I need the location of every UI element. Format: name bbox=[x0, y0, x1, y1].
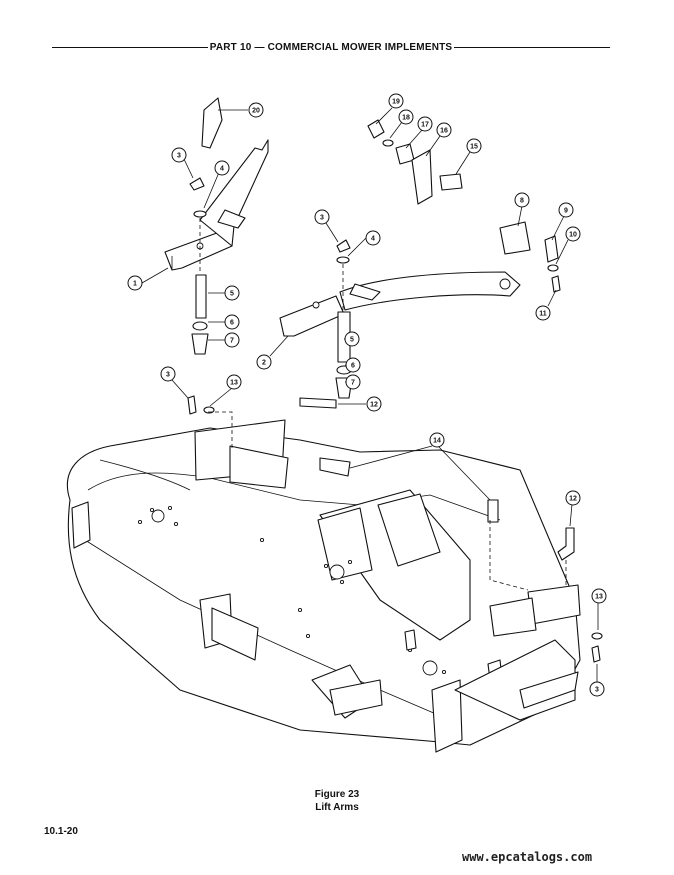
watermark-url: www.epcatalogs.com bbox=[462, 850, 593, 864]
svg-text:18: 18 bbox=[402, 115, 410, 122]
svg-text:14: 14 bbox=[433, 438, 441, 445]
callout-12b: 12 bbox=[565, 490, 581, 506]
callout-20: 20 bbox=[248, 102, 264, 118]
lift-arms-exploded-diagram: 20 3 4 1 5 6 7 19 18 17 16 15 3 4 2 5 6 … bbox=[66, 93, 607, 753]
callout-7b: 7 bbox=[345, 374, 361, 390]
callout-5: 5 bbox=[224, 285, 240, 301]
callout-3b: 3 bbox=[314, 209, 330, 225]
svg-text:16: 16 bbox=[440, 128, 448, 135]
svg-text:13: 13 bbox=[595, 594, 603, 601]
callout-16: 16 bbox=[436, 122, 452, 138]
svg-text:6: 6 bbox=[351, 363, 355, 370]
callout-4b: 4 bbox=[365, 230, 381, 246]
page-number: 10.1-20 bbox=[44, 826, 78, 837]
svg-text:10: 10 bbox=[569, 232, 577, 239]
callout-8: 8 bbox=[514, 192, 530, 208]
svg-text:3: 3 bbox=[595, 687, 599, 694]
callout-13b: 13 bbox=[591, 588, 607, 604]
svg-text:13: 13 bbox=[230, 380, 238, 387]
svg-text:11: 11 bbox=[539, 311, 547, 318]
page-header: PART 10 — COMMERCIAL MOWER IMPLEMENTS bbox=[52, 40, 610, 54]
callout-2: 2 bbox=[256, 354, 272, 370]
svg-text:3: 3 bbox=[166, 372, 170, 379]
svg-text:17: 17 bbox=[421, 122, 429, 129]
figure-title: Lift Arms bbox=[315, 802, 359, 813]
callout-6: 6 bbox=[224, 314, 240, 330]
svg-text:3: 3 bbox=[320, 215, 324, 222]
svg-text:4: 4 bbox=[371, 236, 375, 243]
callout-3c: 3 bbox=[160, 366, 176, 382]
svg-text:7: 7 bbox=[351, 380, 355, 387]
callouts: 20 3 4 1 5 6 7 19 18 17 16 15 3 4 2 5 6 … bbox=[127, 93, 607, 697]
callout-11: 11 bbox=[535, 305, 551, 321]
svg-text:1: 1 bbox=[133, 281, 137, 288]
callout-9: 9 bbox=[558, 202, 574, 218]
lift-arm-2 bbox=[279, 271, 521, 337]
figure-number: Figure 23 bbox=[314, 789, 360, 800]
svg-text:12: 12 bbox=[569, 496, 577, 503]
callout-13: 13 bbox=[226, 374, 242, 390]
svg-text:20: 20 bbox=[252, 108, 260, 115]
callout-17: 17 bbox=[417, 116, 433, 132]
header-rule-right bbox=[454, 46, 610, 48]
callout-6b: 6 bbox=[345, 357, 361, 373]
svg-text:2: 2 bbox=[262, 360, 266, 367]
callout-15: 15 bbox=[466, 138, 482, 154]
svg-text:12: 12 bbox=[370, 402, 378, 409]
svg-text:5: 5 bbox=[230, 291, 234, 298]
svg-text:19: 19 bbox=[392, 99, 400, 106]
svg-text:4: 4 bbox=[220, 166, 224, 173]
callout-3d: 3 bbox=[589, 681, 605, 697]
lift-arm-1 bbox=[164, 139, 269, 271]
callout-10: 10 bbox=[565, 226, 581, 242]
callout-12: 12 bbox=[366, 396, 382, 412]
callout-1: 1 bbox=[127, 275, 143, 291]
svg-text:3: 3 bbox=[177, 153, 181, 160]
callout-5b: 5 bbox=[344, 331, 360, 347]
svg-text:6: 6 bbox=[230, 320, 234, 327]
svg-text:7: 7 bbox=[230, 338, 234, 345]
svg-text:5: 5 bbox=[350, 337, 354, 344]
header-rule-left bbox=[52, 46, 208, 48]
callout-14: 14 bbox=[429, 432, 445, 448]
svg-text:8: 8 bbox=[520, 198, 524, 205]
svg-text:15: 15 bbox=[470, 144, 478, 151]
callout-7: 7 bbox=[224, 332, 240, 348]
callout-3: 3 bbox=[171, 147, 187, 163]
callout-4: 4 bbox=[214, 160, 230, 176]
mower-deck bbox=[66, 419, 581, 753]
callout-18: 18 bbox=[398, 109, 414, 125]
header-title: PART 10 — COMMERCIAL MOWER IMPLEMENTS bbox=[209, 41, 453, 53]
svg-text:9: 9 bbox=[564, 208, 568, 215]
callout-19: 19 bbox=[388, 93, 404, 109]
